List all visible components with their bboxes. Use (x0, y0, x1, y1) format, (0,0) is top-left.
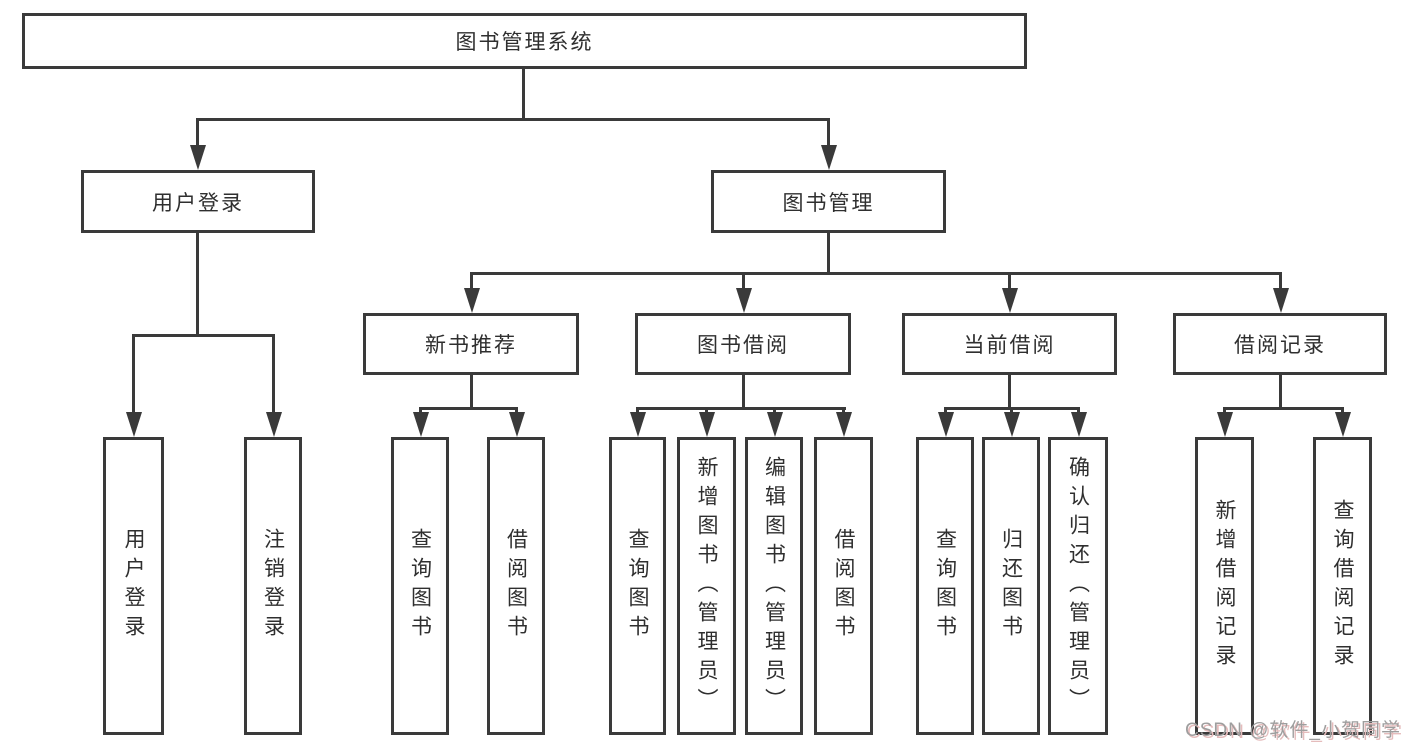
arrow-down-icon (1004, 407, 1020, 437)
edge-line (196, 232, 199, 336)
leaf-add-books-admin: 新增图书（管理员） (677, 437, 736, 735)
edge-line (196, 118, 830, 121)
arrow-down-icon (736, 272, 752, 313)
edge-line (1279, 375, 1282, 409)
edge-line (827, 232, 830, 274)
leaf-query-borrow-record: 查询借阅记录 (1313, 437, 1372, 735)
arrow-down-icon (1335, 407, 1351, 437)
edge-line (419, 407, 518, 410)
arrow-down-icon (1273, 272, 1289, 313)
leaf-query-books-3: 查询图书 (916, 437, 974, 735)
node-borrow-records: 借阅记录 (1173, 313, 1387, 375)
edge-line (636, 407, 846, 410)
edge-line (1008, 375, 1011, 409)
edge-line (742, 375, 745, 409)
arrow-down-icon (938, 407, 954, 437)
edge-line (1223, 407, 1344, 410)
arrow-down-icon (266, 334, 282, 437)
leaf-edit-books-admin: 编辑图书（管理员） (745, 437, 803, 735)
arrow-down-icon (630, 407, 646, 437)
arrow-down-icon (464, 272, 480, 313)
leaf-return-books: 归还图书 (982, 437, 1040, 735)
edge-line (470, 375, 473, 409)
arrow-down-icon (1217, 407, 1233, 437)
node-user-login: 用户登录 (81, 170, 315, 233)
leaf-query-books-2: 查询图书 (609, 437, 666, 735)
arrow-down-icon (509, 407, 525, 437)
leaf-add-borrow-record: 新增借阅记录 (1195, 437, 1254, 735)
leaf-user-login: 用户登录 (103, 437, 164, 735)
arrow-down-icon (836, 407, 852, 437)
arrow-down-icon (1071, 407, 1087, 437)
leaf-logout: 注销登录 (244, 437, 302, 735)
leaf-borrow-books-1: 借阅图书 (487, 437, 545, 735)
arrow-down-icon (821, 118, 837, 170)
arrow-down-icon (413, 407, 429, 437)
node-book-management: 图书管理 (711, 170, 946, 233)
arrow-down-icon (767, 407, 783, 437)
edge-line (470, 272, 1282, 275)
node-book-borrow: 图书借阅 (635, 313, 851, 375)
edge-line (522, 69, 525, 121)
csdn-watermark: CSDN @软件_小贺同学 (1185, 720, 1401, 741)
node-new-book-recommend: 新书推荐 (363, 313, 579, 375)
leaf-query-books-1: 查询图书 (391, 437, 449, 735)
node-library-management-system: 图书管理系统 (22, 13, 1027, 69)
arrow-down-icon (190, 118, 206, 170)
leaf-confirm-return-admin: 确认归还（管理员） (1048, 437, 1108, 735)
edge-line (132, 334, 275, 337)
arrow-down-icon (1002, 272, 1018, 313)
arrow-down-icon (699, 407, 715, 437)
node-current-borrow: 当前借阅 (902, 313, 1117, 375)
arrow-down-icon (126, 334, 142, 437)
leaf-borrow-books-2: 借阅图书 (814, 437, 873, 735)
